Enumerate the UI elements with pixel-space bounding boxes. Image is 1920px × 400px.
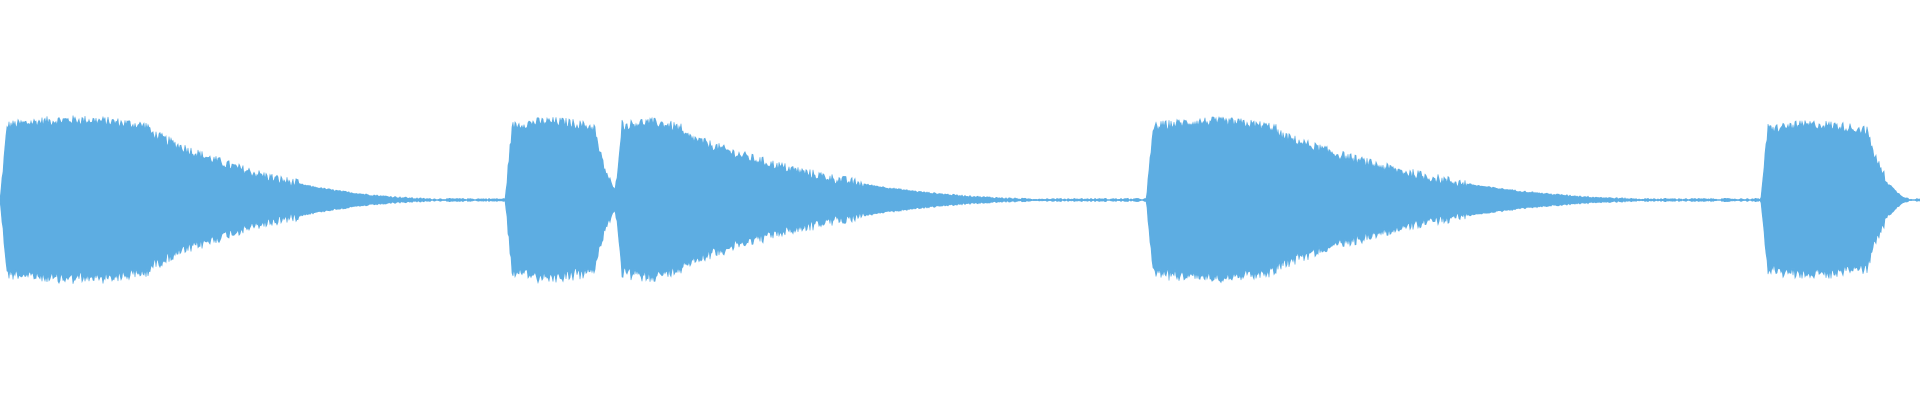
waveform-graphic	[0, 115, 1920, 284]
